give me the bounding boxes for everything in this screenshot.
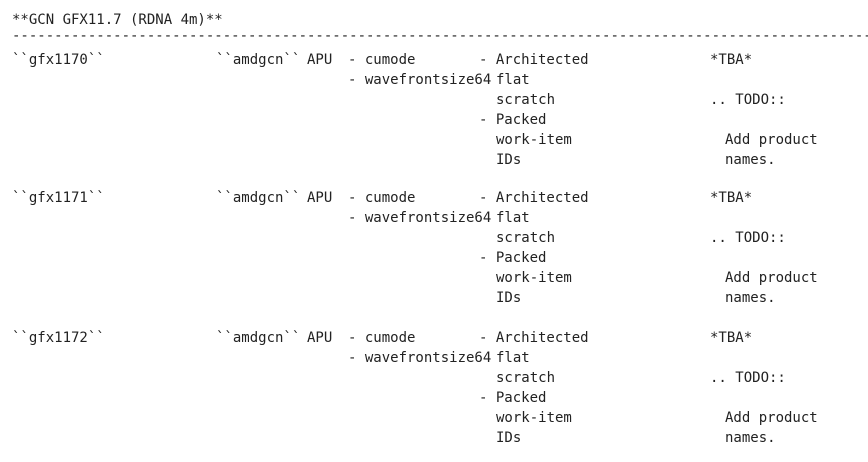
processor-kind: APU [307, 52, 333, 68]
feature-item: - wavefrontsize64 [348, 350, 492, 366]
property-item: work-item [496, 410, 572, 426]
note-item: Add product [725, 410, 818, 426]
gpu-entry: ``gfx1170`` ``amdgcn`` APU - cumode - Ar… [0, 50, 868, 170]
feature-item: - wavefrontsize64 [348, 72, 492, 88]
note-item: names. [725, 152, 776, 168]
separator-line: ----------------------------------------… [12, 28, 868, 44]
gpu-entry: ``gfx1171`` ``amdgcn`` APU - cumode - Ar… [0, 188, 868, 308]
property-item: scratch [496, 370, 556, 386]
property-item: IDs [496, 152, 522, 168]
property-item: flat [496, 72, 530, 88]
property-item: - Packed [479, 390, 547, 406]
property-item: work-item [496, 270, 572, 286]
note-item: *TBA* [710, 52, 753, 68]
note-item: .. TODO:: [710, 370, 786, 386]
note-item: Add product [725, 270, 818, 286]
property-item: scratch [496, 92, 556, 108]
note-item: names. [725, 290, 776, 306]
property-item: IDs [496, 290, 522, 306]
gpu-entry: ``gfx1172`` ``amdgcn`` APU - cumode - Ar… [0, 328, 868, 448]
target-triple: ``amdgcn`` [216, 330, 301, 346]
note-item: .. TODO:: [710, 230, 786, 246]
feature-item: - cumode [348, 330, 416, 346]
processor-kind: APU [307, 330, 333, 346]
note-item: names. [725, 430, 776, 446]
note-item: .. TODO:: [710, 92, 786, 108]
feature-item: - cumode [348, 52, 416, 68]
property-item: - Packed [479, 112, 547, 128]
processor-name: ``gfx1171`` [12, 190, 105, 206]
processor-name: ``gfx1170`` [12, 52, 105, 68]
note-item: Add product [725, 132, 818, 148]
property-item: flat [496, 350, 530, 366]
property-item: - Architected [479, 330, 589, 346]
processor-name: ``gfx1172`` [12, 330, 105, 346]
feature-item: - cumode [348, 190, 416, 206]
property-item: scratch [496, 230, 556, 246]
target-triple: ``amdgcn`` [216, 190, 301, 206]
property-item: - Architected [479, 52, 589, 68]
target-triple: ``amdgcn`` [216, 52, 301, 68]
property-item: - Architected [479, 190, 589, 206]
property-item: work-item [496, 132, 572, 148]
note-item: *TBA* [710, 330, 753, 346]
feature-item: - wavefrontsize64 [348, 210, 492, 226]
property-item: flat [496, 210, 530, 226]
note-item: *TBA* [710, 190, 753, 206]
processor-kind: APU [307, 190, 333, 206]
property-item: - Packed [479, 250, 547, 266]
section-title: **GCN GFX11.7 (RDNA 4m)** [12, 12, 223, 28]
property-item: IDs [496, 430, 522, 446]
